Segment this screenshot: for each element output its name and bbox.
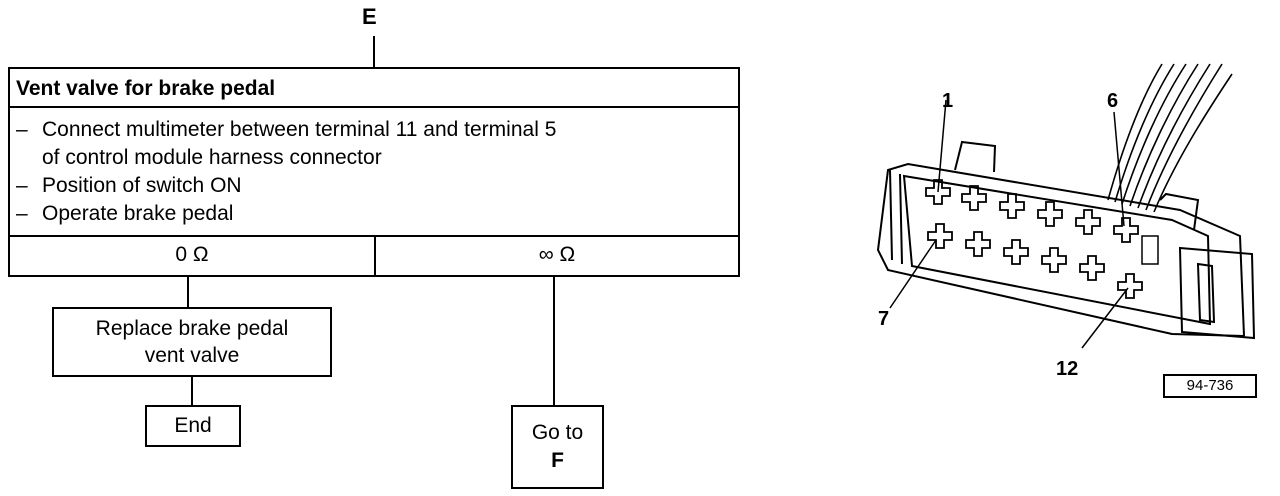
step-item: – Operate brake pedal [16, 200, 556, 228]
leader-line-6 [1113, 111, 1125, 227]
entry-connector [373, 36, 375, 68]
pin-label-6: 6 [1107, 90, 1119, 112]
end-box: End [145, 405, 241, 447]
step-item: – Position of switch ON [16, 172, 556, 200]
pin-label-12: 12 [1056, 358, 1079, 380]
results-separator [374, 235, 376, 277]
test-steps: – Connect multimeter between terminal 11… [16, 116, 556, 228]
left-branch-connector [187, 277, 189, 307]
entry-label: E [362, 4, 377, 29]
end-label: End [174, 414, 212, 437]
leader-line-1 [937, 99, 947, 193]
figure-code: 94-736 [1163, 374, 1257, 398]
harness-connector-illustration [876, 63, 1256, 349]
replace-valve-text: vent valve [144, 344, 240, 367]
result-zero-ohm: 0 Ω [175, 243, 209, 266]
replace-valve-text: Replace brake pedal [95, 317, 289, 340]
connector-housing [876, 162, 1246, 338]
latch-tab [1159, 192, 1200, 231]
test-box: Vent valve for brake pedal – Connect mul… [8, 67, 740, 277]
step-dash: – [16, 118, 28, 141]
pin-label-7: 7 [878, 308, 890, 330]
step-text: Position of switch ON [42, 174, 242, 197]
latch-tab [954, 140, 997, 173]
step-dash: – [16, 174, 28, 197]
result-infinite-ohm: ∞ Ω [538, 243, 576, 266]
goto-text: Go to [531, 421, 584, 444]
pin-label-1: 1 [942, 90, 954, 112]
leader-line-12 [1081, 287, 1129, 349]
end-connector [191, 377, 193, 405]
side-latch [1178, 246, 1256, 340]
step-text: of control module harness connector [42, 146, 382, 169]
step-text: Operate brake pedal [42, 202, 234, 225]
step-text: Connect multimeter between terminal 11 a… [42, 118, 557, 141]
title-divider [10, 106, 738, 108]
pin-row-top [925, 179, 1139, 243]
goto-box: Go to F [511, 405, 604, 489]
step-dash: – [16, 202, 28, 225]
step-item: – Connect multimeter between terminal 11… [16, 116, 556, 172]
leader-line-7 [889, 239, 937, 309]
replace-valve-box: Replace brake pedal vent valve [52, 307, 332, 377]
right-branch-connector [553, 277, 555, 405]
wire-bundle [1107, 63, 1233, 213]
goto-target: F [551, 449, 564, 472]
test-title: Vent valve for brake pedal [16, 77, 276, 100]
connector-face [902, 174, 1212, 326]
